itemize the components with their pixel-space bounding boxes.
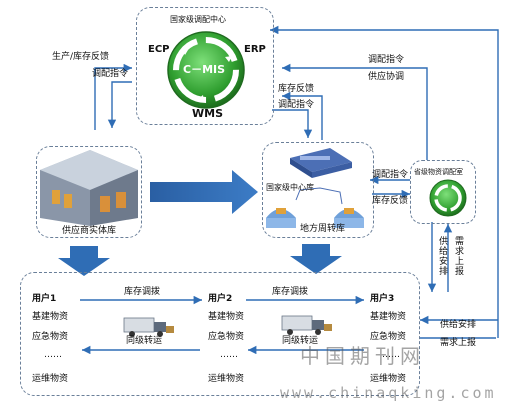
user-name: 用户2 [208,294,233,304]
big-arrow-down-mid [290,244,342,274]
center-box [136,7,274,125]
cmis-label: C－MIS [183,63,226,76]
dispatch-prov-label: 调配指令 [372,170,409,180]
trans1-label: 同级转运 [126,336,163,346]
demand-report-v-label: 需求上报 [453,236,463,276]
national-server-icon [290,148,352,178]
erp-label: ERP [244,44,266,55]
center-title: 国家级调配中心 [170,15,226,24]
user-item: 基建物资 [208,312,245,322]
supplier-warehouse-icon [40,150,138,226]
inv2-label: 库存调拨 [272,287,309,297]
user-item: 应急物资 [208,332,245,342]
stock-feedback-mid-line [282,91,323,140]
user-item: 应急物资 [370,332,407,342]
users-box [20,272,420,396]
trans2-label: 同级转运 [282,336,319,346]
supplier-label: 供应商实体库 [62,226,117,236]
national-link-lines [295,187,343,205]
truck-icon-2 [281,315,332,335]
big-arrow-right [150,170,258,214]
truck-icon-1 [123,317,174,337]
user-item: …… [382,350,400,360]
local-warehouse-icon-left [266,208,296,228]
dispatch-right-top-label: 调配指令 [368,55,405,65]
user-item: …… [220,350,238,360]
provincial-box [410,160,476,224]
ecp-label: ECP [148,44,170,55]
wms-label: WMS [192,107,224,120]
user-item: 应急物资 [32,332,69,342]
outer-loop-line [270,25,499,338]
dispatch-right-top-line [282,63,428,160]
user-item: 基建物资 [370,312,407,322]
local-warehouse-icon-right [334,208,364,228]
user-item: 基建物资 [32,312,69,322]
user-item: 运维物资 [208,374,245,384]
provincial-title: 省级物资调配室 [414,168,463,176]
dispatch-mid-line [272,109,313,138]
cmis-recycle-icon [167,31,245,109]
watermark-cn: 中国期刊网 [300,344,425,368]
dispatch-left-label: 调配指令 [92,69,129,79]
local-warehouse-label: 地方周转库 [300,224,346,234]
user-item: 运维物资 [32,374,69,384]
stock-feedback-prov-label: 库存反馈 [372,196,409,206]
supply-coord-label: 供应协调 [368,72,405,82]
supply-arrange-v-label: 供给安排 [437,236,447,276]
supply-arrange-label: 供给安排 [440,320,477,330]
dispatch-mid-label: 调配指令 [278,100,315,110]
watermark-url: www.chinaqking.com [280,384,497,402]
dispatch-left-line [107,81,132,128]
national-title: 国家级中心库 [266,183,314,192]
prod-feedback-label: 生产/库存反馈 [52,52,110,62]
user-item: 运维物资 [370,374,407,384]
user-name: 用户1 [32,294,57,304]
supplier-box [36,146,142,238]
prod-feedback-line [94,63,132,130]
stock-feedback-mid-label: 库存反馈 [278,84,315,94]
user-name: 用户3 [370,294,395,304]
demand-report-label: 需求上报 [440,338,477,348]
national-box [262,142,374,238]
inv1-label: 库存调拨 [124,287,161,297]
user-item: …… [44,350,62,360]
big-arrow-down-left [58,246,110,276]
provincial-recycle-icon [429,179,467,217]
